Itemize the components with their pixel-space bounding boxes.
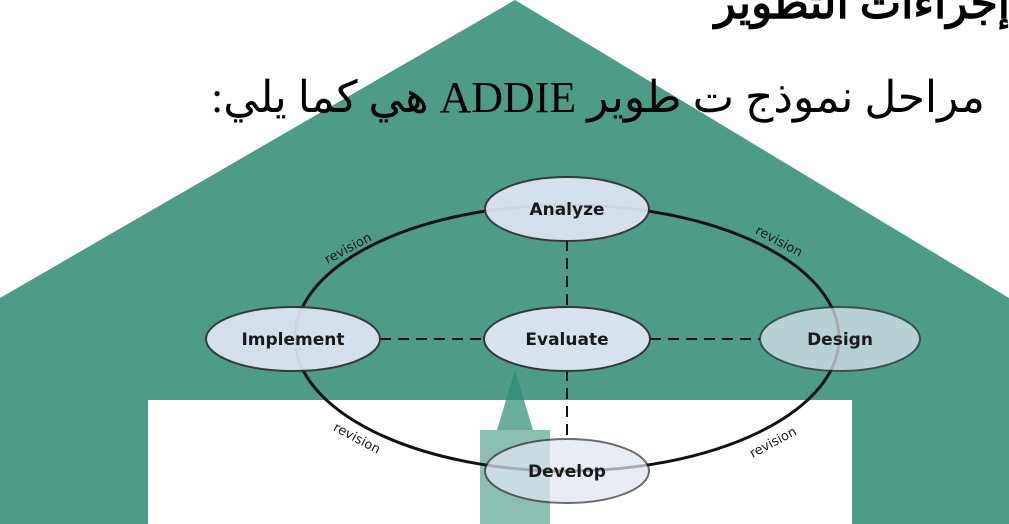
node-develop: Develop <box>484 438 650 504</box>
page-heading: مراحل نموذج ت طوير ADDIE هي كما يلي: <box>211 73 985 122</box>
node-evaluate-label: Evaluate <box>525 330 608 350</box>
node-analyze-label: Analyze <box>529 200 604 220</box>
node-design: Design <box>759 306 921 372</box>
node-evaluate: Evaluate <box>483 306 651 372</box>
node-design-label: Design <box>807 330 873 350</box>
node-implement-label: Implement <box>241 330 344 350</box>
partial-section-title: إجراءات التطوير <box>714 0 1009 28</box>
node-implement: Implement <box>205 306 381 372</box>
node-analyze: Analyze <box>484 176 650 242</box>
node-develop-label: Develop <box>528 462 606 482</box>
dashed-connectors <box>380 240 760 438</box>
